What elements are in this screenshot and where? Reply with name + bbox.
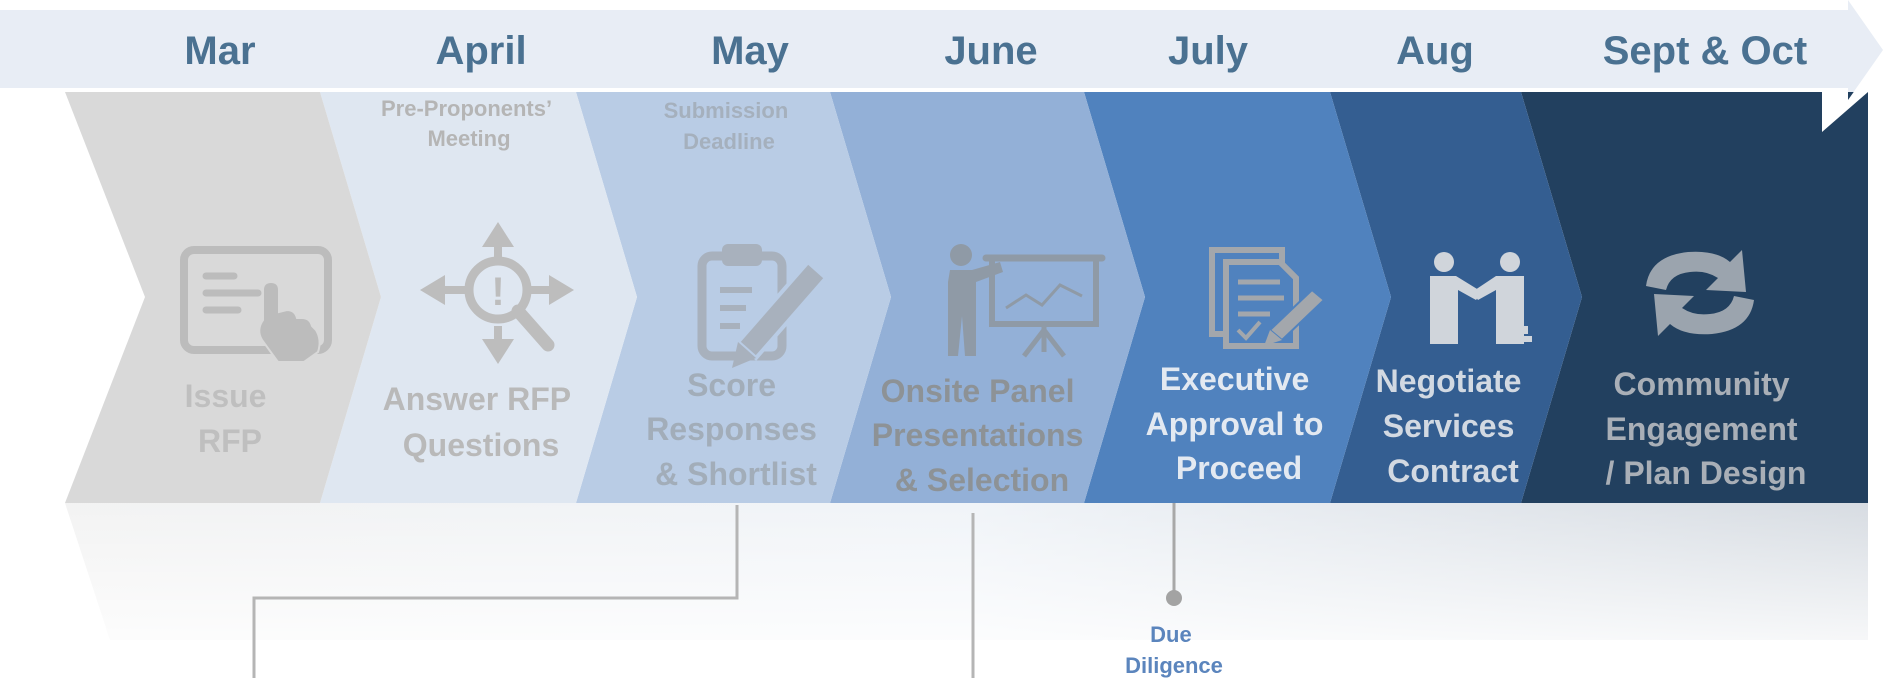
connector-lines [252,505,975,678]
question-search-arrows-icon: ! [420,222,574,364]
shortlist-connector [252,505,739,678]
month-label-april: April [435,29,526,73]
month-banner-arrow [0,0,1883,100]
stage-4-label: Executive Approval to Proceed [1146,361,1333,486]
stage-2-label: Score Responses & Shortlist [646,367,826,492]
signed-document-icon [1209,247,1326,349]
stage-labels: Issue RFP Answer RFP Questions Score Res… [185,361,1807,498]
stage-1-label: Answer RFP Questions [383,381,580,463]
stage-1-chevron [320,92,637,503]
clipboard-pencil-icon [697,244,829,368]
month-label-may: May [711,29,790,73]
month-label-june: June [944,29,1037,73]
stage-3-label: Onsite Panel Presentations & Selection [872,373,1093,498]
stage-2-chevron [576,92,891,503]
tablet-touch-icon [180,246,332,363]
stage-6-chevron [1521,92,1868,503]
svg-text:!: ! [491,270,504,314]
stage-0-chevron [65,92,381,503]
month-label-july: July [1168,29,1249,73]
due-diligence-marker [1166,590,1182,606]
refresh-cycle-icon [1646,250,1754,336]
reflection-fade [0,503,1883,678]
month-labels: Mar April May June July Aug Sept & Oct [184,29,1807,73]
banner-arrow-tip [1822,72,1868,132]
stage-5-label: Negotiate Services Contract [1376,363,1531,489]
stage-6-label: Community Engagement / Plan Design [1606,366,1807,491]
month-label-sept-oct: Sept & Oct [1603,29,1807,73]
month-label-aug: Aug [1396,29,1474,73]
pre-proponents-meeting-note: Pre-Proponents’ Meeting [381,96,557,151]
submission-deadline-note: Submission Deadline [664,98,795,154]
due-diligence-label: Due Diligence [1125,622,1223,678]
stage-0-label: Issue RFP [185,378,276,459]
stage-3-chevron [830,92,1145,503]
month-label-mar: Mar [184,29,255,73]
handshake-icon [1430,252,1532,344]
presenter-board-icon [948,244,1106,358]
